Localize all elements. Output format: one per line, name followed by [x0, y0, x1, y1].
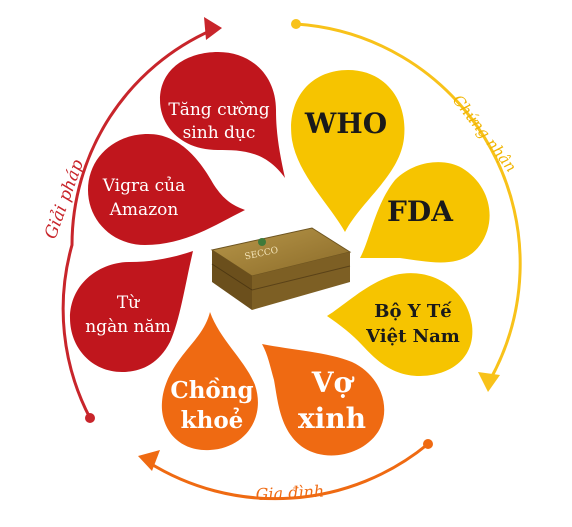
petal-vigra: Vigra của Amazon	[88, 134, 245, 245]
family-arc: Gia đình	[138, 439, 433, 504]
certification-arc-label: Chứng nhận	[449, 91, 520, 175]
petal-label: sinh dục	[183, 123, 256, 143]
petal-label: Tăng cường	[168, 100, 269, 120]
arrow-head-icon	[138, 450, 160, 471]
petal-label: khoẻ	[181, 407, 244, 434]
petal-label: Vợ	[311, 366, 355, 399]
petal-label: Từ	[117, 293, 140, 313]
arrow-head-icon	[478, 372, 500, 392]
family-arc-label: Gia đình	[255, 481, 324, 504]
arc-start-dot-icon	[423, 439, 433, 449]
petal-label: xinh	[298, 402, 366, 435]
arrow-head-icon	[204, 17, 222, 40]
petal-label: ngàn năm	[85, 317, 171, 337]
petal-label: Bộ Y Tế	[374, 300, 452, 322]
petal-label-fda: FDA	[387, 195, 454, 228]
petal-label: Chồng	[170, 377, 253, 404]
petal-label: Amazon	[109, 200, 179, 220]
arc-start-dot-icon	[291, 19, 301, 29]
product-box-icon: SECCO	[210, 227, 352, 310]
solution-arc-label: Giải pháp	[41, 157, 88, 242]
petal-who: WHO	[291, 70, 405, 232]
petal-label: Việt Nam	[365, 326, 460, 347]
petal-chong-khoe: Chồng khoẻ	[161, 312, 258, 451]
petal-fda: FDA	[360, 162, 490, 263]
petal-tu-ngan-nam: Từ ngàn năm	[70, 251, 193, 372]
petal-tang-cuong: Tăng cường sinh dục	[160, 52, 285, 178]
petal-bo-y-te: Bộ Y Tế Việt Nam	[327, 273, 473, 376]
arc-start-dot-icon	[85, 413, 95, 423]
petal-label-who: WHO	[304, 107, 387, 140]
petal-label: Vigra của	[102, 176, 186, 196]
petal-vo-xinh: Vợ xinh	[262, 344, 385, 456]
